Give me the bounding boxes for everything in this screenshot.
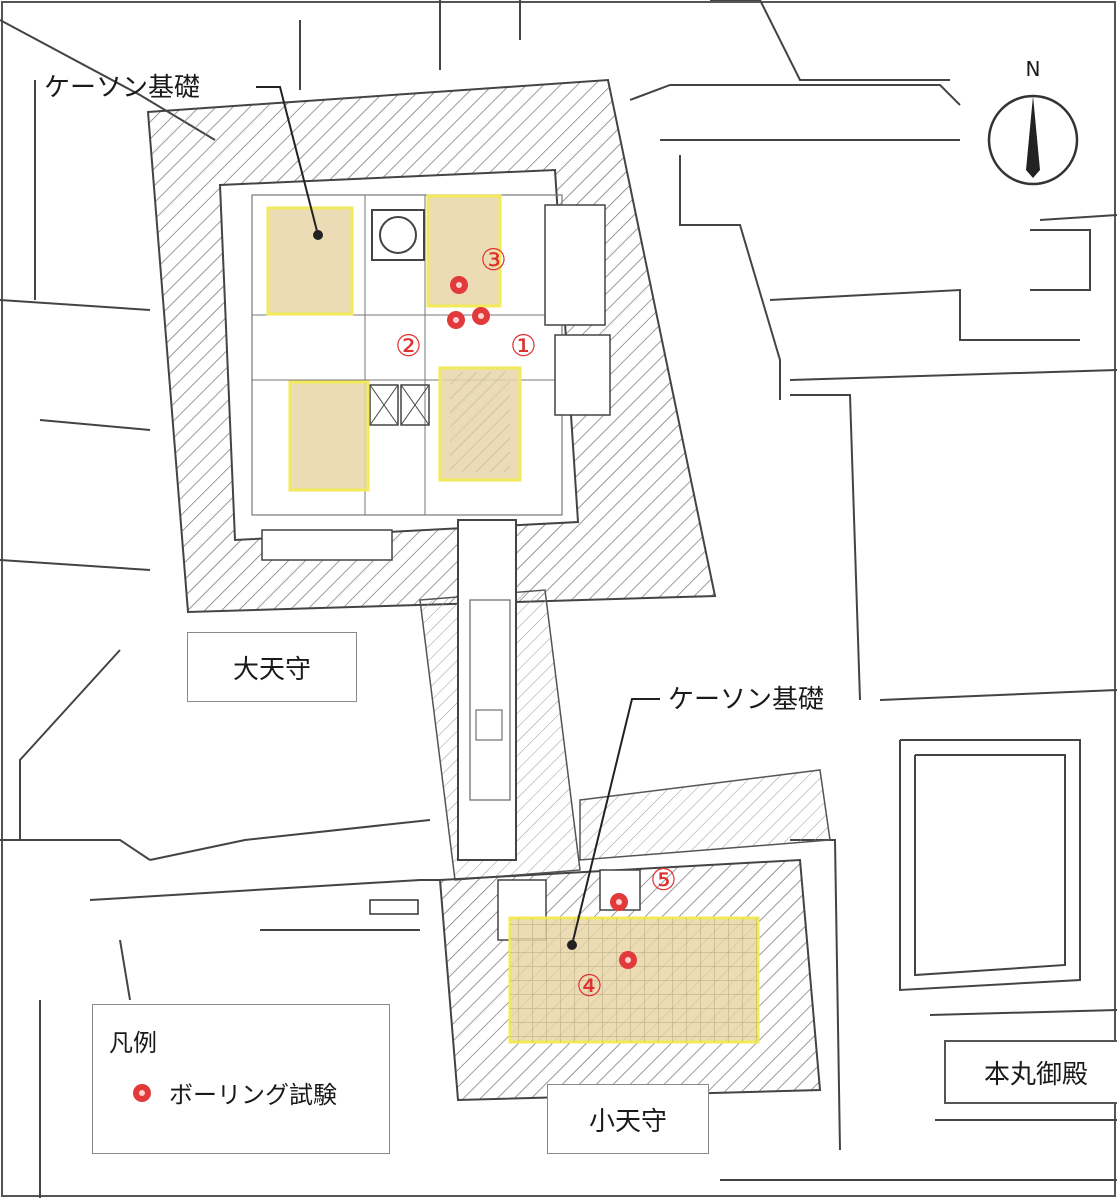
- caisson-a: [266, 206, 354, 316]
- boring-points: [447, 276, 637, 969]
- boring-point-2: [447, 311, 465, 329]
- caisson-leaders: [256, 86, 660, 950]
- caisson-label-bottom: ケーソン基礎: [668, 685, 824, 715]
- caisson-c: [288, 380, 370, 492]
- shotenshu-label: 小天守: [547, 1084, 709, 1154]
- boring-number-3: ③: [480, 243, 507, 278]
- north-label: N: [1026, 57, 1041, 81]
- corridor: [419, 519, 581, 881]
- legend-item-label: ボーリング試験: [169, 1081, 337, 1109]
- boring-point-3: [450, 276, 468, 294]
- north-compass: N: [987, 57, 1079, 186]
- legend-item-boring: ボーリング試験: [133, 1075, 337, 1110]
- daitenshu-structure: [146, 78, 717, 614]
- legend-title: 凡例: [109, 1029, 157, 1057]
- boring-number-4: ④: [576, 969, 603, 1004]
- caisson-label-top: ケーソン基礎: [44, 73, 200, 103]
- boring-number-1: ①: [510, 329, 537, 364]
- daitenshu-label: 大天守: [187, 632, 357, 702]
- legend: 凡例 ボーリング試験: [92, 1004, 390, 1154]
- caisson-foundations: [266, 194, 760, 1044]
- boring-dot-icon: [133, 1083, 151, 1102]
- boring-number-2: ②: [395, 329, 422, 364]
- boring-point-4: [619, 951, 637, 969]
- boring-point-5: [610, 893, 628, 911]
- boring-number-5: ⑤: [650, 863, 677, 898]
- boring-point-1: [472, 307, 490, 325]
- honmaru-label: 本丸御殿: [944, 1040, 1117, 1104]
